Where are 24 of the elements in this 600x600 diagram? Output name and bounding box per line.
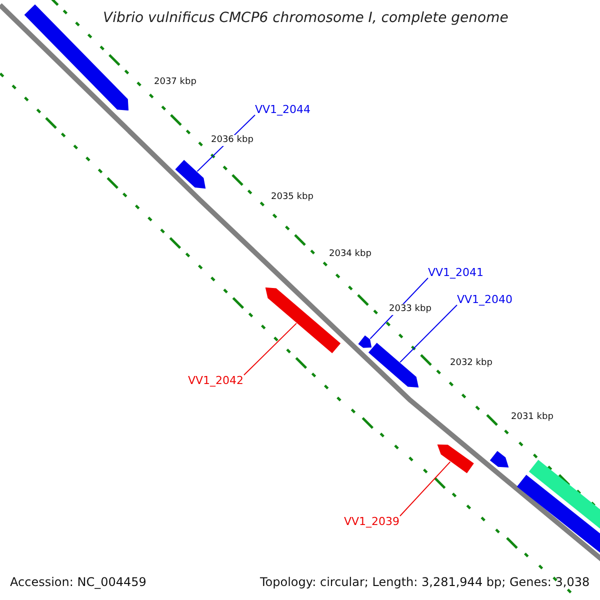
gene-feature <box>265 287 341 354</box>
tick-label: 2032 kbp <box>449 358 494 369</box>
gene-feature <box>175 160 206 189</box>
gene-feature <box>358 335 372 348</box>
tick-label: 2033 kbp <box>388 304 432 315</box>
tick-label: 2034 kbp <box>328 249 372 260</box>
tick-label: 2035 kbp <box>270 192 314 203</box>
gene-label: VV1_2040 <box>457 294 513 305</box>
gene-label: VV1_2042 <box>188 375 244 386</box>
gene-feature <box>490 451 509 468</box>
gene-label: VV1_2044 <box>255 104 311 115</box>
leader-line <box>400 461 451 516</box>
gene-label: VV1_2041 <box>428 267 484 278</box>
accession-text: Accession: NC_004459 <box>10 576 146 588</box>
leader-line <box>244 322 297 376</box>
gene-feature <box>368 342 419 388</box>
leader-line <box>400 304 458 363</box>
tick-label: 2031 kbp <box>510 412 554 423</box>
gene-feature <box>437 444 474 474</box>
genome-info-text: Topology: circular; Length: 3,281,944 bp; Genes: 3,038 <box>260 576 590 588</box>
tick-label: 2037 kbp <box>153 77 198 88</box>
title: Vibrio vulnificus CMCP6 chromosome I, complete genome <box>103 11 508 25</box>
gene-label: VV1_2039 <box>344 516 400 527</box>
tick-label: 2036 kbp <box>210 135 254 146</box>
